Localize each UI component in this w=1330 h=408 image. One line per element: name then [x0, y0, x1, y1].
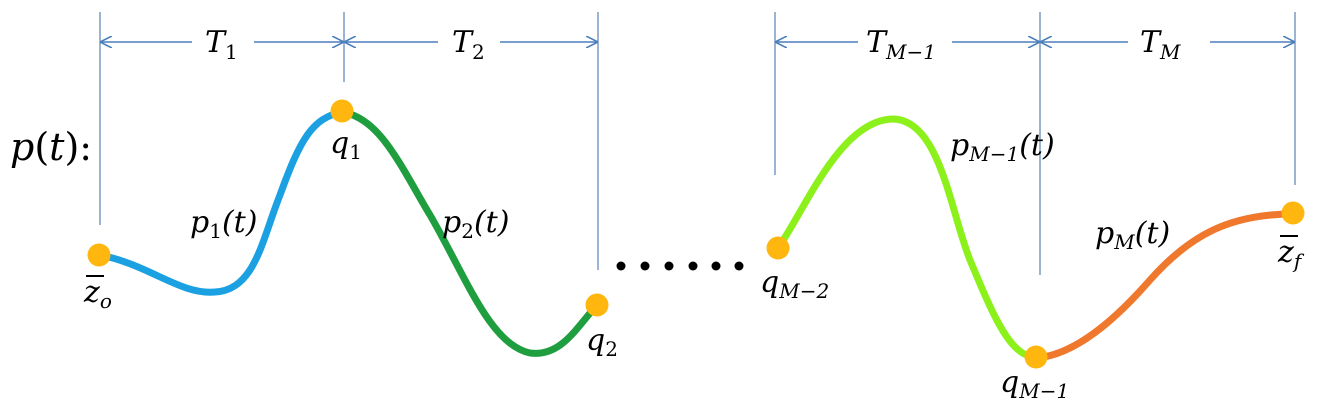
segment-label-pm1: pM−1(t)	[950, 128, 1055, 166]
segment-label-p1: p1(t)	[190, 205, 257, 243]
point-label-q1: q1	[330, 126, 362, 164]
interval-label-tm1: TM−1	[866, 25, 936, 64]
waypoint-markers	[87, 99, 1305, 369]
interval-label-t2: T2	[452, 25, 485, 64]
interval-label-t1: T1	[205, 25, 238, 64]
waypoint-qm2	[766, 236, 790, 260]
point-label-zf: zf	[1277, 235, 1305, 273]
point-label-qm2: qM−2	[760, 265, 829, 303]
ellipsis-dots	[616, 261, 744, 271]
ellipsis-dot	[711, 261, 721, 271]
trajectory-title: p(t):	[10, 125, 92, 169]
ellipsis-dot	[664, 261, 674, 271]
waypoint-zf	[1281, 201, 1305, 225]
segment-curve-pm	[1032, 210, 1297, 362]
point-label-q2: q2	[586, 323, 618, 361]
waypoint-q2	[585, 293, 609, 317]
ellipsis-dot	[734, 261, 744, 271]
trajectory-curves	[96, 108, 1297, 362]
point-label-qm1: qM−1	[1000, 365, 1069, 403]
svg-text:zf: zf	[1277, 235, 1305, 273]
interval-label-tm: TM	[1140, 25, 1181, 64]
waypoint-q1	[330, 99, 354, 123]
segment-curve-p2	[338, 108, 600, 357]
ellipsis-dot	[688, 261, 698, 271]
waypoint-qm1	[1024, 345, 1048, 369]
segment-curve-pm1	[774, 115, 1040, 362]
ellipsis-dot	[640, 261, 650, 271]
segment-label-pm: pM(t)	[1095, 216, 1170, 254]
point-label-zo: zo	[83, 275, 112, 313]
svg-text:zo: zo	[83, 275, 112, 313]
segment-label-p2: p2(t)	[442, 205, 509, 243]
ellipsis-dot	[616, 261, 626, 271]
segment-curve-p1	[96, 108, 346, 296]
waypoint-zo	[87, 243, 111, 267]
